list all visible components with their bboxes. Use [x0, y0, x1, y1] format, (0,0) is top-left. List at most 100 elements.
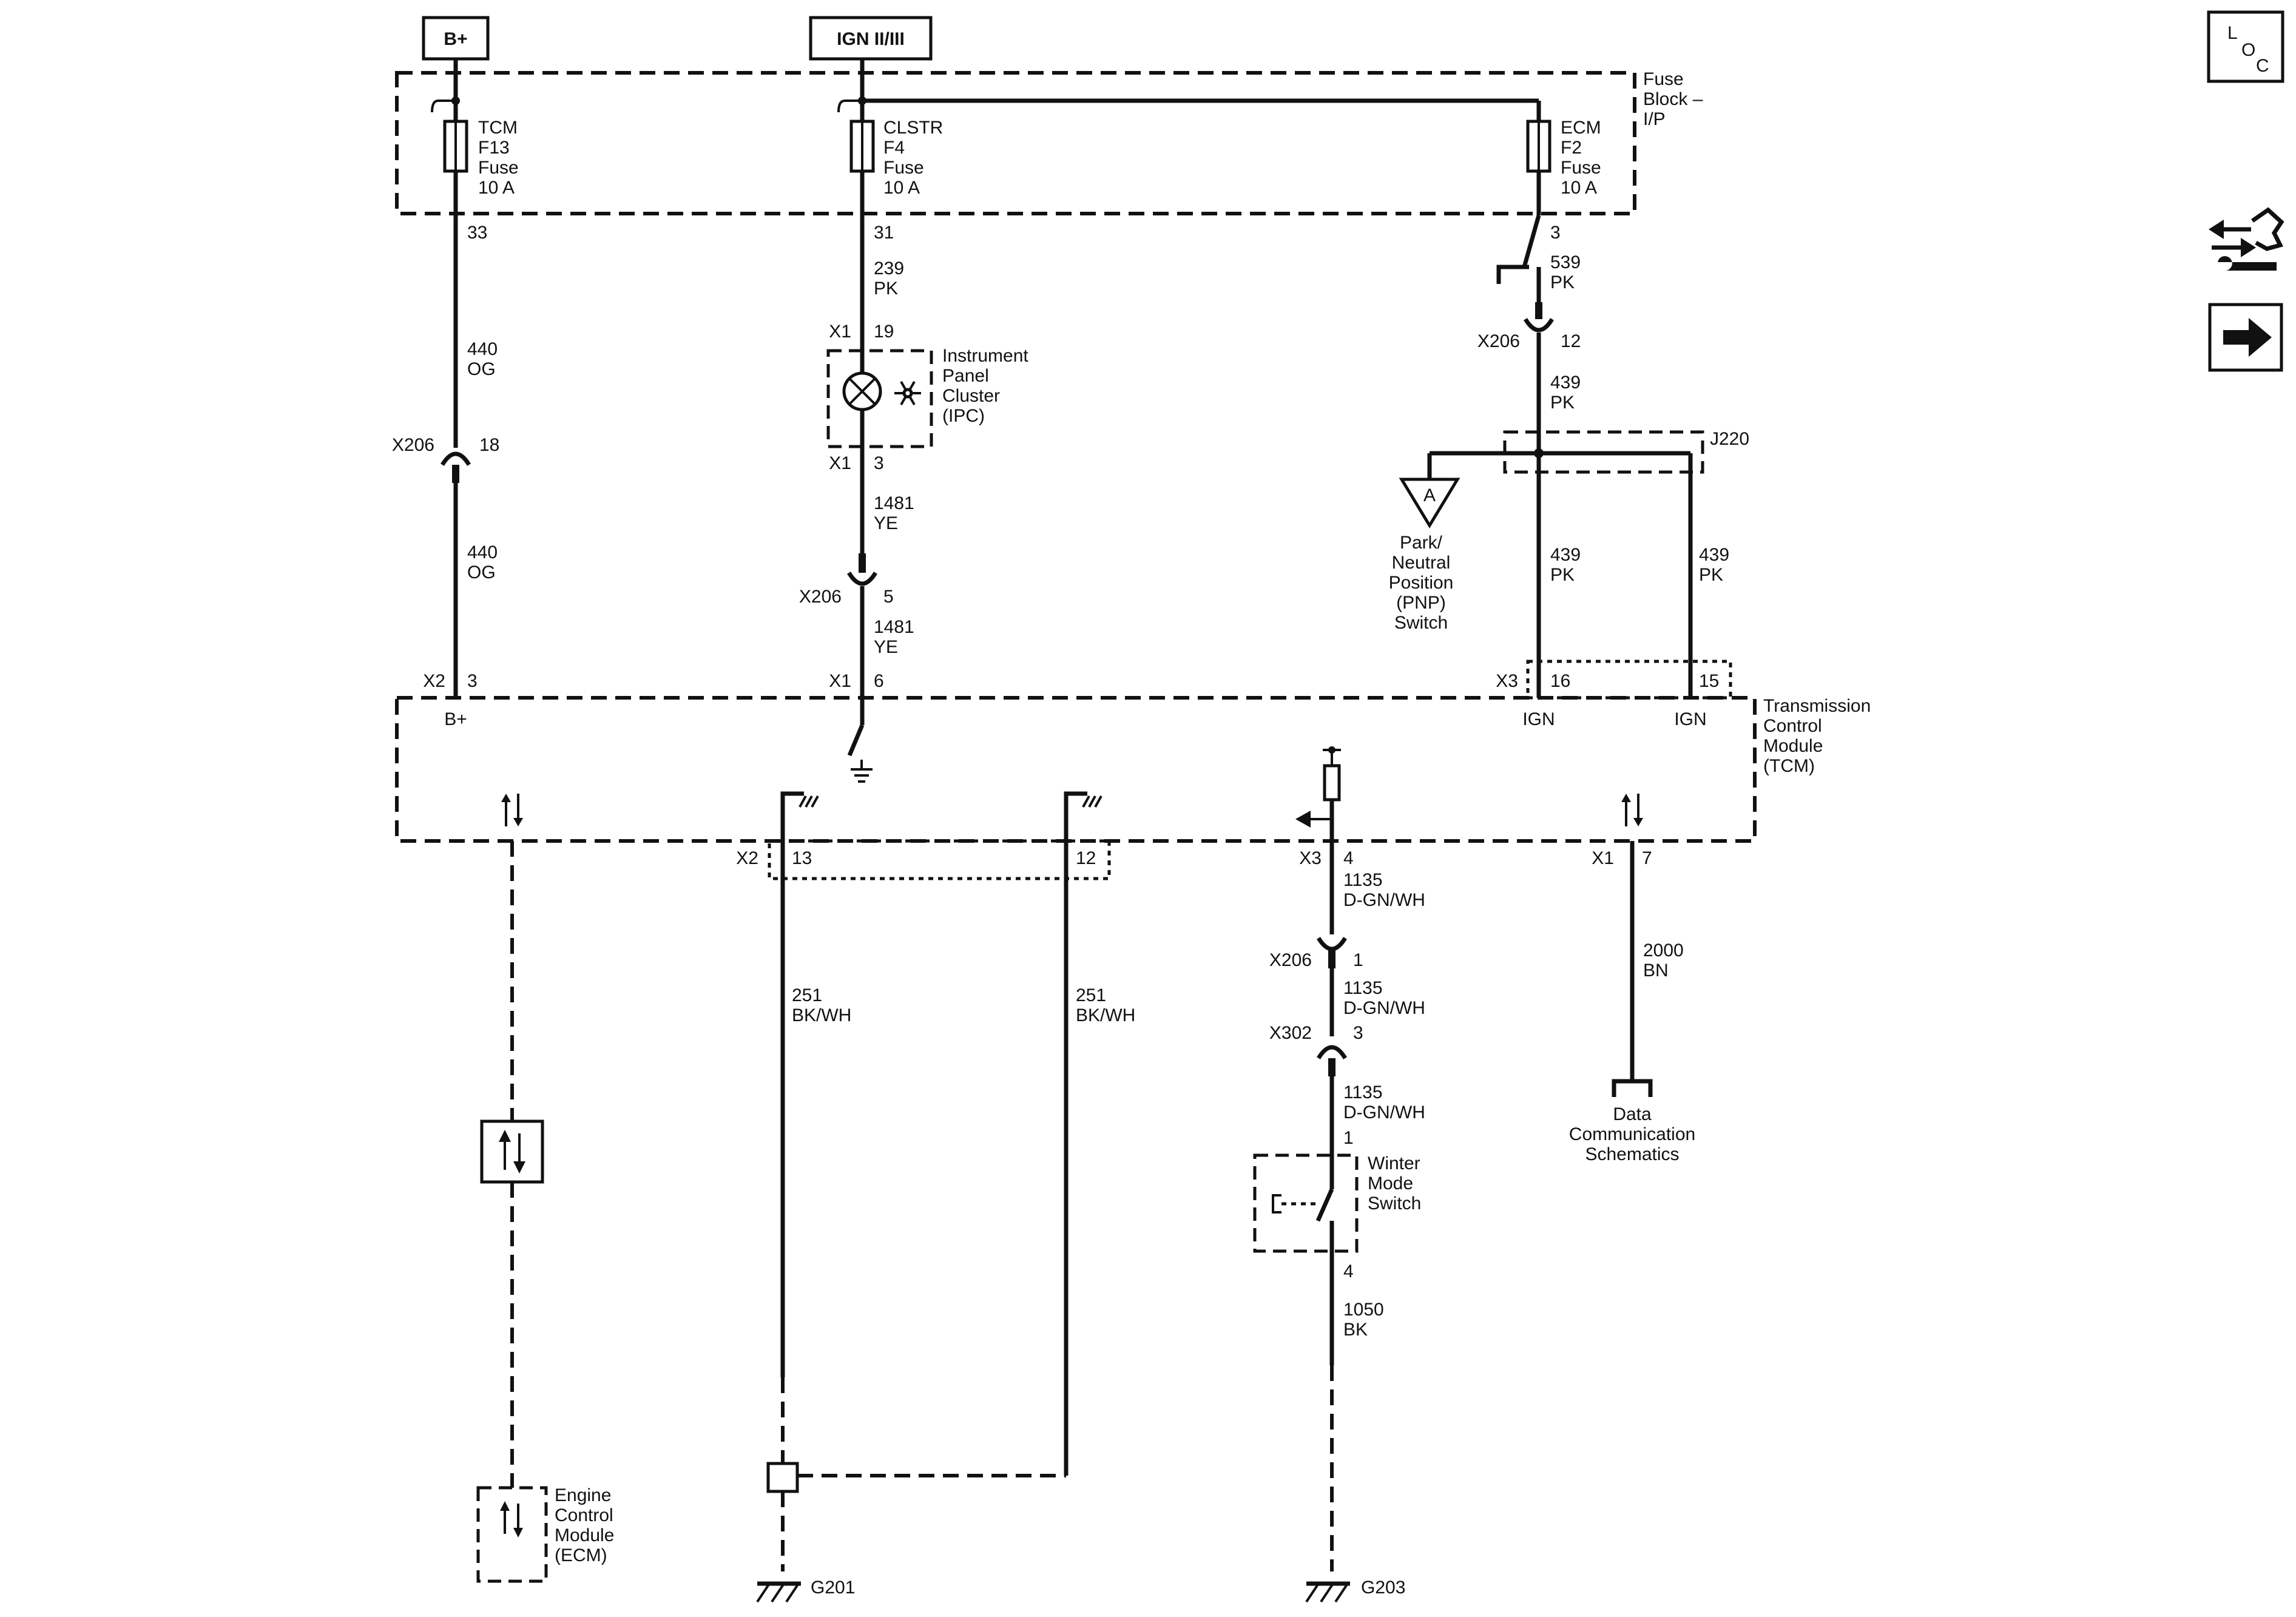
- serial-data-icon: [500, 1501, 523, 1538]
- fuse-block-label-3: I/P: [1643, 109, 1666, 129]
- connector-pin: 16: [1550, 671, 1570, 691]
- wire-color: BK: [1343, 1320, 1368, 1340]
- ecm-label-2: Control: [555, 1505, 613, 1525]
- serial-data-icon: [1621, 794, 1643, 826]
- fuse-ecm-type: Fuse: [1561, 158, 1601, 178]
- tcm-label-1: Transmission: [1763, 696, 1871, 716]
- pullup-input: [1295, 746, 1341, 841]
- pnp-label-2: Neutral: [1392, 553, 1451, 573]
- wire-color: BN: [1643, 960, 1669, 981]
- ground-icon: [780, 791, 819, 841]
- fuse-tcm-rating: 10 A: [478, 178, 515, 198]
- next-page-arrow-icon[interactable]: [2208, 303, 2283, 372]
- wire-color: OG: [467, 359, 496, 379]
- ipc-label-4: (IPC): [942, 406, 985, 426]
- serial-data-icon: [501, 794, 523, 826]
- fuse-block-outline: [395, 71, 1636, 215]
- pnp-ref-letter: A: [1423, 485, 1436, 505]
- winter-label-1: Winter: [1368, 1153, 1420, 1173]
- tcm-label-4: (TCM): [1763, 756, 1815, 776]
- connector-pin: 4: [1343, 848, 1354, 868]
- ecm-label-1: Engine: [555, 1485, 611, 1505]
- connector-name: X206: [1477, 331, 1520, 351]
- fuse-ecm-rating: 10 A: [1561, 178, 1597, 198]
- serial-data-icon: [499, 1130, 525, 1173]
- data-comm-label-3: Schematics: [1585, 1144, 1679, 1164]
- wire-circuit: 1135: [1343, 1082, 1383, 1102]
- tcm-ign-1: IGN: [1522, 709, 1555, 729]
- wire-color: OG: [467, 562, 496, 582]
- loc-letter: O: [2241, 40, 2255, 60]
- ipc-label-1: Instrument: [942, 346, 1028, 366]
- wire-circuit: 251: [792, 985, 822, 1005]
- wire-color: YE: [874, 637, 898, 657]
- wire-circuit: 440: [467, 542, 498, 562]
- wire-color: PK: [1550, 393, 1575, 413]
- data-comm-label-2: Communication: [1569, 1124, 1695, 1144]
- pnp-label-1: Park/: [1400, 533, 1443, 553]
- connector-pin: 6: [874, 671, 884, 691]
- tcm-label-3: Module: [1763, 736, 1823, 756]
- ecm-label-3: Module: [555, 1525, 614, 1545]
- connector-pin: 15: [1699, 671, 1719, 691]
- wire-circuit: 2000: [1643, 940, 1684, 960]
- connector-pin: 12: [1076, 848, 1096, 868]
- ground-icon: [756, 1581, 801, 1603]
- loc-letter: C: [2256, 56, 2269, 76]
- service-tools-icon[interactable]: [2209, 207, 2284, 271]
- connector-pin: 3: [874, 453, 884, 473]
- pnp-label-3: Position: [1389, 573, 1454, 593]
- ipc-label-2: Panel: [942, 366, 989, 386]
- pnp-label-5: Switch: [1394, 613, 1448, 633]
- fuse-clstr-pin: 31: [874, 223, 894, 243]
- ecm-outline: [476, 1486, 548, 1583]
- connector-pin: 18: [479, 435, 499, 455]
- wire-circuit: 1135: [1343, 870, 1383, 890]
- ign-source: IGN II/III: [809, 16, 933, 61]
- fuse-tcm-pin: 33: [467, 223, 487, 243]
- bplus-label: B+: [444, 29, 467, 49]
- connector-name: X1: [829, 322, 851, 342]
- fuse-block-label-1: Fuse: [1643, 69, 1684, 89]
- data-comm-label-1: Data: [1613, 1104, 1652, 1124]
- ipc-outline: [826, 349, 933, 448]
- connector-name: X206: [1269, 950, 1312, 970]
- wire-color: BK/WH: [792, 1005, 851, 1025]
- pnp-reference-triangle: A: [1399, 478, 1460, 528]
- serial-data-block: [480, 1119, 544, 1184]
- wire-circuit: 1050: [1343, 1300, 1384, 1320]
- connector-name: X206: [799, 587, 842, 607]
- wire-circuit: 439: [1550, 545, 1581, 565]
- loc-icon[interactable]: L O C: [2207, 10, 2284, 83]
- wire-circuit: 440: [467, 339, 498, 359]
- fuse-ecm-name: ECM: [1561, 118, 1601, 138]
- wire-color: PK: [1550, 565, 1575, 585]
- connector-pin: 3: [1353, 1023, 1363, 1043]
- fuse-clstr-rating: 10 A: [883, 178, 920, 198]
- ipc-label-3: Cluster: [942, 386, 1000, 406]
- wire-color: BK/WH: [1076, 1005, 1135, 1025]
- wire-color: D-GN/WH: [1343, 1102, 1425, 1122]
- connector-pin: 4: [1343, 1261, 1354, 1281]
- connector-name: X2: [736, 848, 758, 868]
- ground-icon: [1064, 791, 1102, 841]
- wire-color: D-GN/WH: [1343, 998, 1425, 1018]
- snowflake-icon: [894, 380, 921, 406]
- connector-pin: 5: [883, 587, 894, 607]
- connector-name: X2: [423, 671, 445, 691]
- connector-pin: 13: [792, 848, 812, 868]
- wire-circuit: 1135: [1343, 978, 1383, 998]
- fuse-block-label-2: Block –: [1643, 89, 1703, 109]
- connector-name: X3: [1496, 671, 1518, 691]
- connector-name: X206: [392, 435, 434, 455]
- fuse-clstr: CLSTR F4 Fuse 10 A: [849, 118, 943, 198]
- connector-pin: 12: [1561, 331, 1581, 351]
- tcm-ign-2: IGN: [1674, 709, 1706, 729]
- loc-letter: L: [2227, 23, 2238, 43]
- wire-color: PK: [1699, 565, 1723, 585]
- ground-g201: G201: [811, 1578, 855, 1598]
- connector-name: X302: [1269, 1023, 1312, 1043]
- wire-color: YE: [874, 513, 898, 533]
- connector-name: X1: [1592, 848, 1614, 868]
- wire-circuit: 439: [1550, 373, 1581, 393]
